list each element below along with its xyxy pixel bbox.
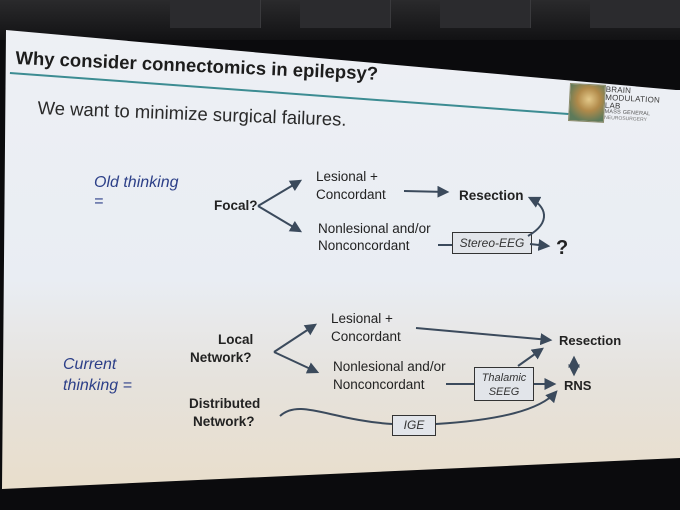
distributed-network: Network?	[193, 414, 255, 429]
thalamic-seeg-box: Thalamic SEEG	[474, 367, 534, 401]
ceiling-panel	[440, 0, 531, 28]
distributed-label: Distributed	[189, 396, 261, 411]
old-thinking-equals: =	[94, 193, 104, 210]
local-label: Local	[218, 332, 254, 347]
unknown-outcome: ?	[556, 237, 569, 259]
stereo-eeg-box: Stereo-EEG	[452, 232, 532, 254]
current-lesional-line1: Lesional +	[331, 311, 393, 326]
arrow-focal-to-nonlesional	[257, 205, 303, 233]
current-nonlesional-line1: Nonlesional and/or	[333, 359, 446, 374]
old-lesional-line1: Lesional +	[316, 169, 378, 184]
current-thinking-equals: thinking =	[63, 377, 132, 394]
thalamic-line1: Thalamic	[481, 372, 527, 384]
old-lesional-line2: Concordant	[316, 187, 386, 202]
ige-box: IGE	[392, 415, 436, 436]
old-resection: Resection	[459, 188, 524, 203]
arrow-seeg-to-question	[529, 238, 551, 251]
arrow-thalamic-to-resection	[517, 347, 544, 367]
rns-label: RNS	[564, 378, 592, 393]
current-lesional-line2: Concordant	[331, 329, 401, 344]
local-network: Network?	[190, 350, 252, 365]
arrow-lesional-to-resection-2	[415, 327, 553, 346]
arrow-focal-to-lesional	[257, 179, 303, 207]
thalamic-line2: SEEG	[488, 386, 520, 398]
current-nonlesional-line2: Nonconcordant	[333, 377, 425, 392]
arrow-seeg-to-resection	[527, 196, 545, 237]
arrow-local-to-nonlesional	[273, 351, 320, 374]
room-ceiling	[0, 0, 680, 40]
arrow-local-to-lesional	[273, 323, 318, 353]
ceiling-panel	[170, 0, 261, 28]
focal-question: Focal?	[214, 198, 258, 213]
arrow-ige-to-rns	[435, 390, 558, 425]
old-thinking-label: Old thinking	[94, 174, 179, 191]
current-resection: Resection	[559, 333, 622, 348]
arrow-distributed-to-ige	[279, 408, 393, 425]
ceiling-panel	[300, 0, 391, 28]
arrow-lesional-to-resection	[403, 185, 450, 198]
old-nonlesional-line1: Nonlesional and/or	[318, 221, 431, 236]
ceiling-panel	[590, 0, 680, 28]
current-thinking-label: Current	[63, 356, 117, 373]
old-nonlesional-line2: Nonconcordant	[318, 238, 410, 253]
